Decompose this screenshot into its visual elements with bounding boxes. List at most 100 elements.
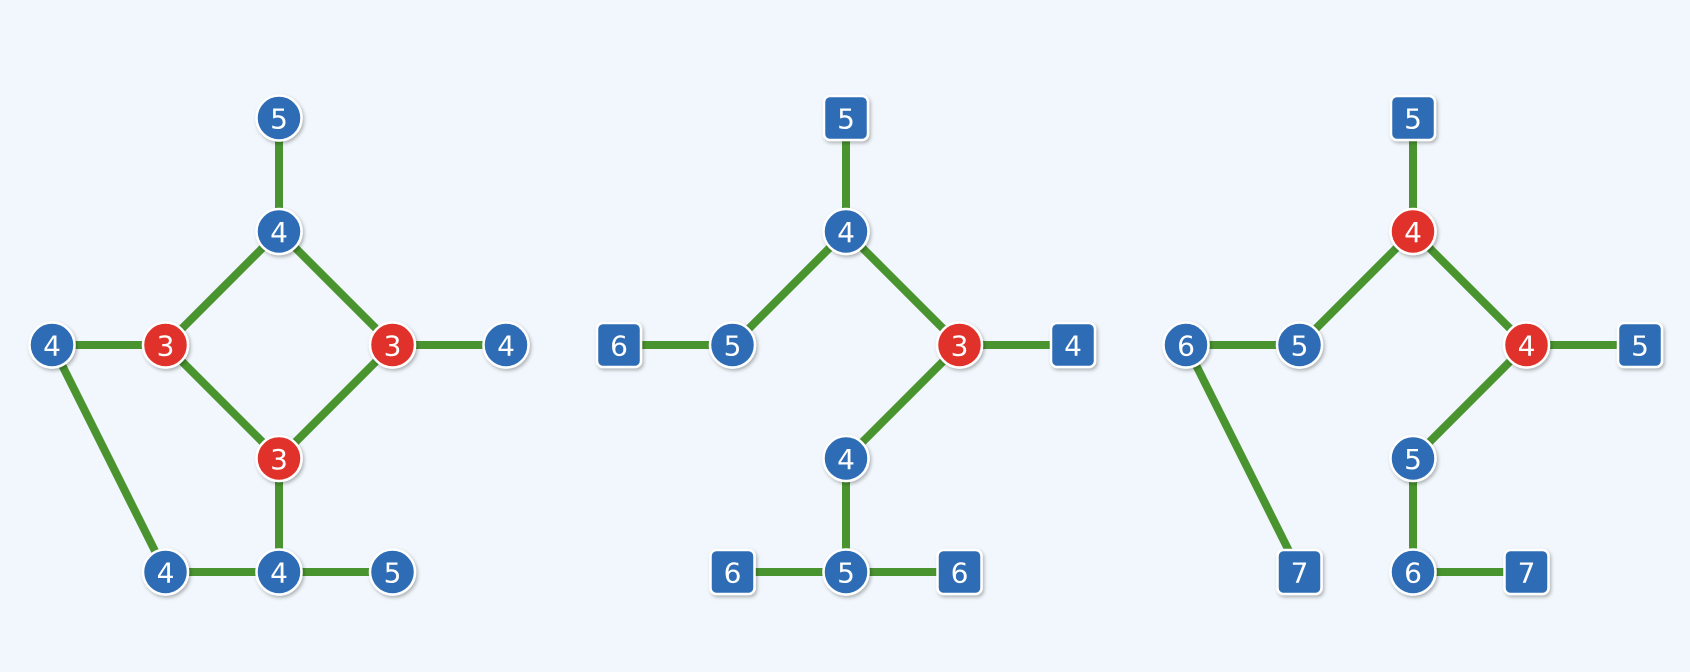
node-e: 3 xyxy=(368,321,417,369)
nodes: 5 4 6 5 4 5 5 7 6 7 xyxy=(1162,94,1664,596)
edge-d-g xyxy=(161,341,283,463)
node-label: 6 xyxy=(1404,557,1422,590)
node-label: 7 xyxy=(1291,557,1309,590)
node-circle xyxy=(368,548,417,596)
edge-b-e xyxy=(842,227,964,349)
node-square xyxy=(1049,321,1097,369)
edges xyxy=(615,114,1077,576)
node-a: 5 xyxy=(1389,94,1437,142)
node-f: 4 xyxy=(482,321,530,369)
node-square xyxy=(1503,548,1550,596)
node-square xyxy=(1389,94,1437,142)
node-label: 4 xyxy=(270,216,288,249)
edge-c-h xyxy=(48,341,170,576)
node-circle xyxy=(255,94,303,142)
nodes: 5 4 4 3 3 4 3 4 4 5 xyxy=(28,94,530,596)
node-f: 5 xyxy=(1616,321,1664,369)
node-label: 3 xyxy=(951,330,969,363)
node-label: 4 xyxy=(837,443,855,476)
node-label: 4 xyxy=(270,557,288,590)
node-label: 3 xyxy=(384,330,402,363)
node-label: 6 xyxy=(610,330,628,363)
edge-b-d xyxy=(161,227,283,349)
node-c: 6 xyxy=(595,321,643,369)
graph-2: 5 4 6 5 3 4 4 6 5 6 xyxy=(595,94,1097,596)
node-square xyxy=(595,321,643,369)
node-label: 5 xyxy=(1404,443,1422,476)
node-circle xyxy=(1389,207,1437,256)
node-label: 5 xyxy=(837,103,855,136)
node-label: 4 xyxy=(1518,330,1536,363)
edges xyxy=(1182,114,1644,576)
node-label: 4 xyxy=(43,330,61,363)
node-i: 4 xyxy=(255,548,303,596)
edge-b-d xyxy=(728,227,850,349)
node-label: 5 xyxy=(724,330,742,363)
node-label: 4 xyxy=(1404,216,1422,249)
node-a: 5 xyxy=(255,94,303,142)
node-circle xyxy=(708,321,757,369)
node-i: 5 xyxy=(822,548,870,596)
node-label: 5 xyxy=(1291,330,1309,363)
node-j: 6 xyxy=(936,548,983,596)
node-label: 5 xyxy=(384,557,402,590)
node-c: 4 xyxy=(28,321,76,369)
node-circle xyxy=(935,321,984,369)
node-d: 5 xyxy=(1275,321,1324,369)
node-circle xyxy=(1502,321,1551,369)
node-circle xyxy=(822,207,870,256)
edge-c-h xyxy=(1182,341,1304,576)
node-square xyxy=(822,94,870,142)
graph-1: 5 4 4 3 3 4 3 4 4 5 xyxy=(28,94,530,596)
node-circle xyxy=(255,548,303,596)
graph-3: 5 4 6 5 4 5 5 7 6 7 xyxy=(1162,94,1664,596)
node-a: 5 xyxy=(822,94,870,142)
node-label: 5 xyxy=(1404,103,1422,136)
node-b: 4 xyxy=(1389,207,1437,256)
node-label: 5 xyxy=(1631,330,1649,363)
node-h: 4 xyxy=(141,548,190,596)
node-label: 5 xyxy=(837,557,855,590)
node-label: 3 xyxy=(157,330,175,363)
edge-b-e xyxy=(275,227,397,349)
node-j: 7 xyxy=(1503,548,1550,596)
node-h: 7 xyxy=(1276,548,1323,596)
node-label: 4 xyxy=(497,330,515,363)
node-label: 4 xyxy=(157,557,175,590)
node-label: 6 xyxy=(1177,330,1195,363)
node-circle xyxy=(1389,434,1437,483)
node-circle xyxy=(255,207,303,256)
edge-e-g xyxy=(842,341,964,463)
edge-b-d xyxy=(1295,227,1417,349)
node-g: 3 xyxy=(255,434,303,483)
node-label: 5 xyxy=(270,103,288,136)
node-d: 5 xyxy=(708,321,757,369)
node-circle xyxy=(822,434,870,483)
node-circle xyxy=(1162,321,1210,369)
node-circle xyxy=(1389,548,1437,596)
node-e: 4 xyxy=(1502,321,1551,369)
node-label: 4 xyxy=(1064,330,1082,363)
node-g: 5 xyxy=(1389,434,1437,483)
edges xyxy=(48,114,510,576)
edge-b-e xyxy=(1409,227,1531,349)
node-g: 4 xyxy=(822,434,870,483)
node-h: 6 xyxy=(709,548,756,596)
node-label: 4 xyxy=(837,216,855,249)
node-label: 7 xyxy=(1518,557,1536,590)
node-circle xyxy=(28,321,76,369)
node-circle xyxy=(141,321,190,369)
node-e: 3 xyxy=(935,321,984,369)
node-circle xyxy=(255,434,303,483)
node-square xyxy=(1276,548,1323,596)
nodes: 5 4 6 5 3 4 4 6 5 6 xyxy=(595,94,1097,596)
node-b: 4 xyxy=(255,207,303,256)
node-label: 6 xyxy=(724,557,742,590)
node-b: 4 xyxy=(822,207,870,256)
node-c: 6 xyxy=(1162,321,1210,369)
node-circle xyxy=(822,548,870,596)
node-f: 4 xyxy=(1049,321,1097,369)
node-d: 3 xyxy=(141,321,190,369)
node-square xyxy=(936,548,983,596)
